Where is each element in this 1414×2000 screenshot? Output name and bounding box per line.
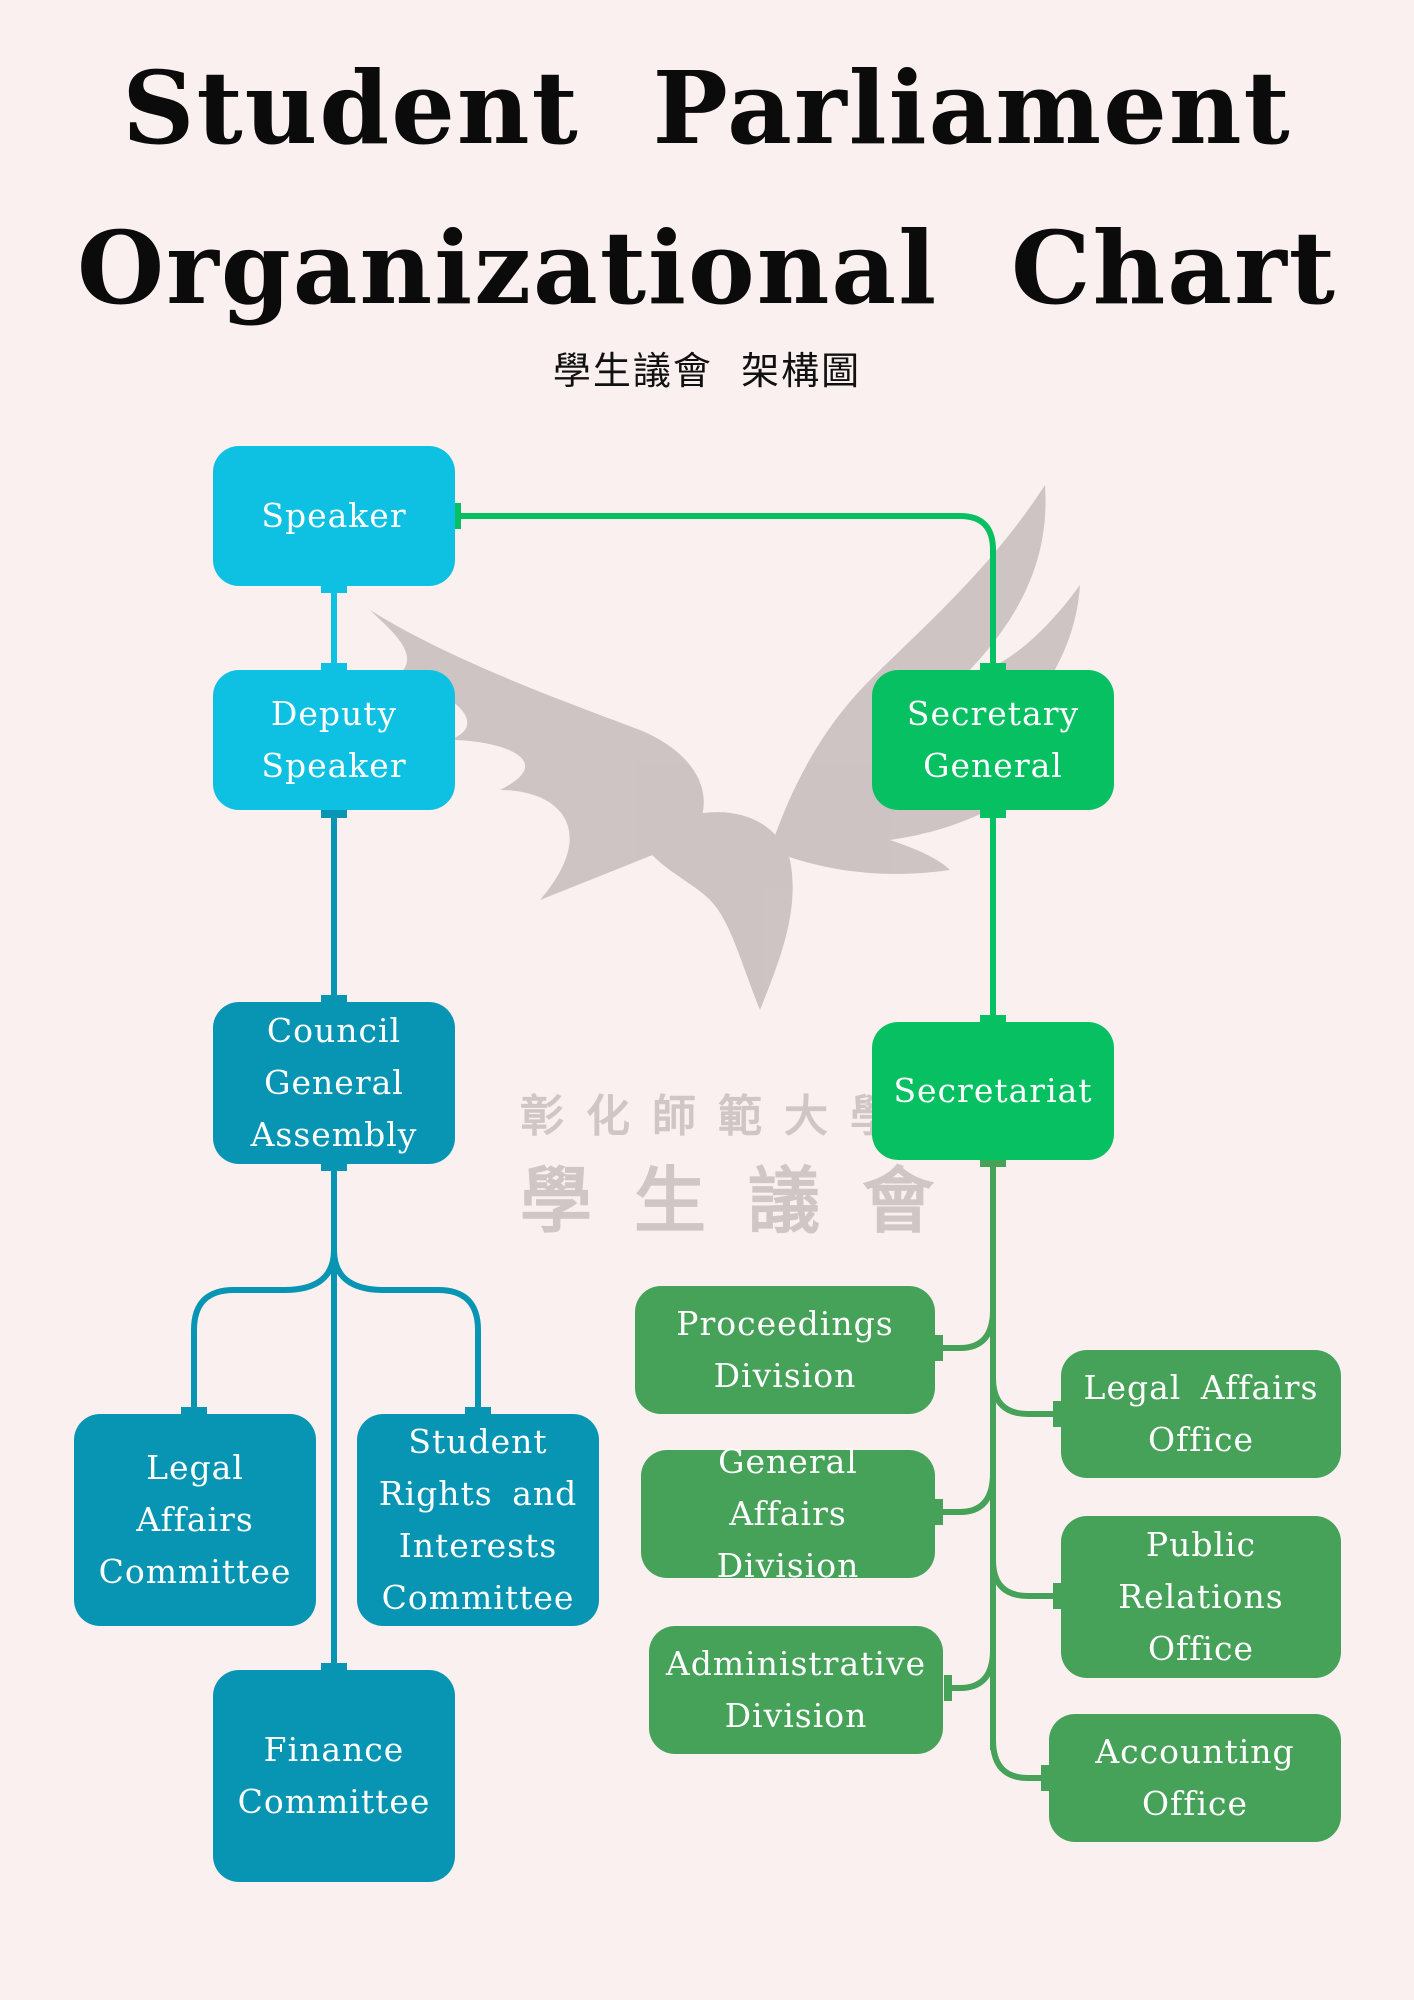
node-accounting-office: Accounting Office (1049, 1714, 1341, 1842)
page-title-line-1: Student Parliament (122, 49, 1292, 167)
connector-secretariat-units (940, 1162, 1058, 1781)
node-deputy-speaker: Deputy Speaker (213, 670, 455, 810)
connector-cap (935, 1499, 943, 1525)
node-proceedings-division: Proceedings Division (635, 1286, 935, 1414)
watermark-university-name: 彰化師範大學 (520, 1091, 916, 1142)
connector-cap (980, 810, 1006, 818)
connector-cap (321, 1663, 347, 1671)
connector-assembly-committees (191, 1166, 481, 1668)
connector-cap (453, 503, 461, 529)
connector-speaker-secretary (456, 513, 996, 668)
connector-cap (1053, 1401, 1061, 1427)
connector-cap (465, 1407, 491, 1415)
node-public-relations-office: Public Relations Office (1061, 1516, 1341, 1678)
connector-cap (321, 810, 347, 818)
node-finance-committee: Finance Committee (213, 1670, 455, 1882)
connector-cap (935, 1335, 943, 1361)
connector-cap (980, 1015, 1006, 1023)
connector-cap (980, 1159, 1006, 1167)
node-speaker: Speaker (213, 446, 455, 586)
node-legal-affairs-committee: Legal Affairs Committee (74, 1414, 316, 1626)
connector-cap (321, 995, 347, 1003)
node-student-rights-committee: Student Rights and Interests Committee (357, 1414, 599, 1626)
node-secretary-general: Secretary General (872, 670, 1114, 810)
node-legal-affairs-office: Legal Affairs Office (1061, 1350, 1341, 1478)
node-council-general-assembly: Council General Assembly (213, 1002, 455, 1164)
connector-cap (980, 663, 1006, 671)
node-secretariat: Secretariat (872, 1022, 1114, 1160)
connector-cap (321, 1163, 347, 1171)
watermark-council-name: 學生議會 (520, 1159, 977, 1243)
page-title-line-2: Organizational Chart (77, 209, 1337, 327)
connector-cap (944, 1675, 952, 1701)
page-subtitle: 學生議會 架構圖 (552, 349, 862, 393)
connector-cap (181, 1407, 207, 1415)
node-general-affairs-division: General Affairs Division (641, 1442, 935, 1585)
connector-cap (1041, 1765, 1049, 1791)
connector-cap (321, 663, 347, 671)
connector-cap (321, 585, 347, 593)
node-administrative-division: Administrative Division (649, 1626, 943, 1754)
connector-cap (1053, 1583, 1061, 1609)
